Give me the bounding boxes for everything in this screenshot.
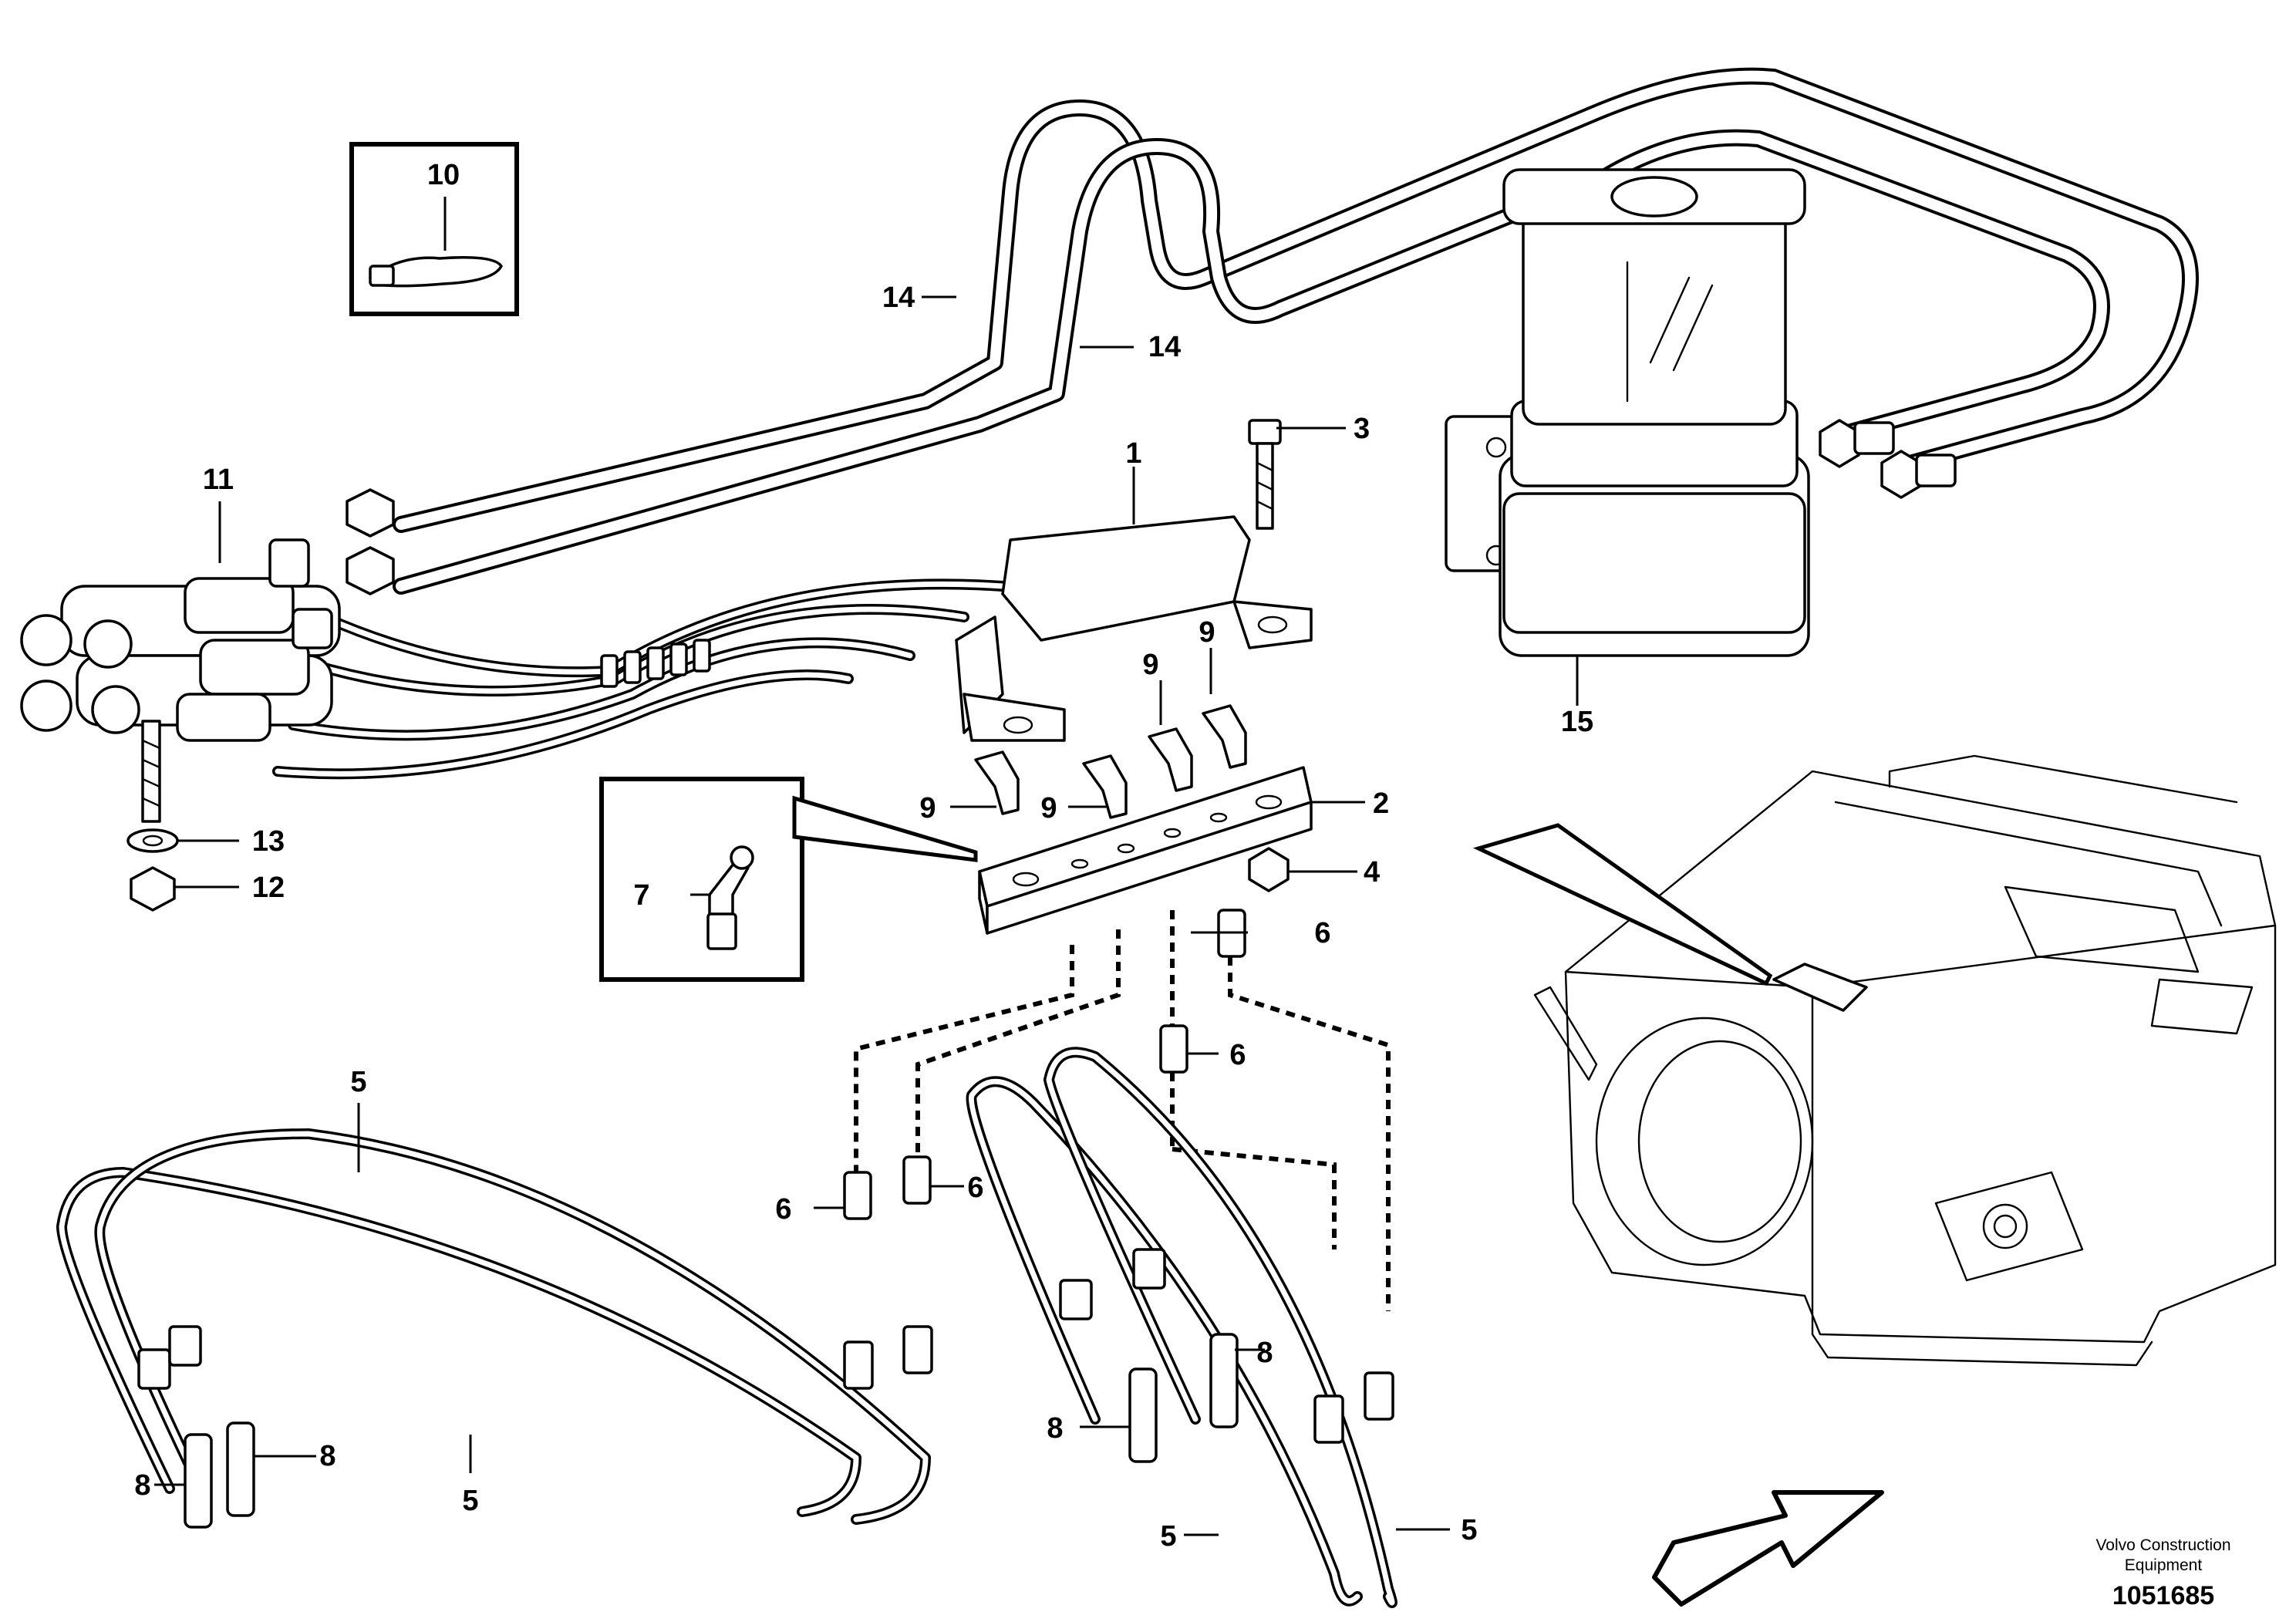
hose-end-fittings xyxy=(137,1248,1394,1444)
bolt-3 xyxy=(1248,419,1282,530)
callout-9b: 9 xyxy=(1040,792,1057,824)
pipe-14-inner xyxy=(393,129,2110,595)
reservoir-fittings xyxy=(1819,419,1957,499)
callout-5c: 5 xyxy=(1160,1520,1176,1553)
grease-nipple-detail xyxy=(599,777,978,982)
callout-6d: 6 xyxy=(775,1193,791,1226)
callout-6c: 6 xyxy=(967,1172,983,1204)
washer-13 xyxy=(126,828,179,853)
distributor-block xyxy=(20,488,395,823)
callout-9d: 9 xyxy=(1199,616,1215,649)
callout-8d: 8 xyxy=(134,1469,150,1502)
feed-hoses xyxy=(272,578,1008,780)
callout-4: 4 xyxy=(1364,856,1380,889)
callout-6b: 6 xyxy=(1229,1039,1246,1071)
callout-7: 7 xyxy=(633,879,649,912)
callout-labels: 1 2 3 4 5 5 5 5 6 6 6 6 7 8 8 8 8 9 9 9 … xyxy=(134,159,1593,1553)
nut-12 xyxy=(130,866,176,912)
callout-6a: 6 xyxy=(1314,917,1330,949)
view-direction-arrow-icon xyxy=(1652,1490,1884,1607)
callout-1: 1 xyxy=(1125,437,1141,470)
elbow-fittings-9 xyxy=(974,704,1247,819)
callout-11: 11 xyxy=(203,464,234,496)
bracket xyxy=(955,515,1313,742)
document-number: 1051685 xyxy=(2112,1581,2214,1610)
machine-overview xyxy=(1472,754,2277,1367)
hoses-5 xyxy=(56,1047,1397,1608)
callout-14a: 14 xyxy=(882,282,915,314)
callout-5d: 5 xyxy=(1461,1514,1477,1546)
callout-9a: 9 xyxy=(919,792,936,824)
footer: Volvo Construction Equipment 1051685 xyxy=(2095,1536,2230,1610)
callout-13: 13 xyxy=(252,825,285,858)
callout-8c: 8 xyxy=(319,1440,335,1472)
callout-12: 12 xyxy=(252,872,285,904)
brand-line-2: Equipment xyxy=(2125,1556,2203,1574)
nipples-8 xyxy=(184,1333,1239,1529)
callout-8b: 8 xyxy=(1047,1412,1063,1445)
callout-3: 3 xyxy=(1354,413,1370,445)
callout-5a: 5 xyxy=(350,1066,366,1098)
callout-15: 15 xyxy=(1561,706,1593,738)
brand-line-1: Volvo Construction xyxy=(2095,1536,2230,1554)
callout-14b: 14 xyxy=(1148,331,1181,363)
callout-5b: 5 xyxy=(462,1485,478,1517)
leader-lines xyxy=(154,197,1579,1536)
distribution-block xyxy=(978,766,1313,935)
nut-4 xyxy=(1248,847,1290,892)
adapters-6 xyxy=(843,909,1246,1220)
callout-8a: 8 xyxy=(1256,1337,1273,1369)
callout-10: 10 xyxy=(427,159,460,191)
callout-2: 2 xyxy=(1373,787,1389,820)
cable-tie-detail xyxy=(349,142,519,316)
pipe-14-outer xyxy=(393,67,2199,533)
grease-reservoir xyxy=(1445,168,1810,657)
callout-9c: 9 xyxy=(1142,649,1158,681)
